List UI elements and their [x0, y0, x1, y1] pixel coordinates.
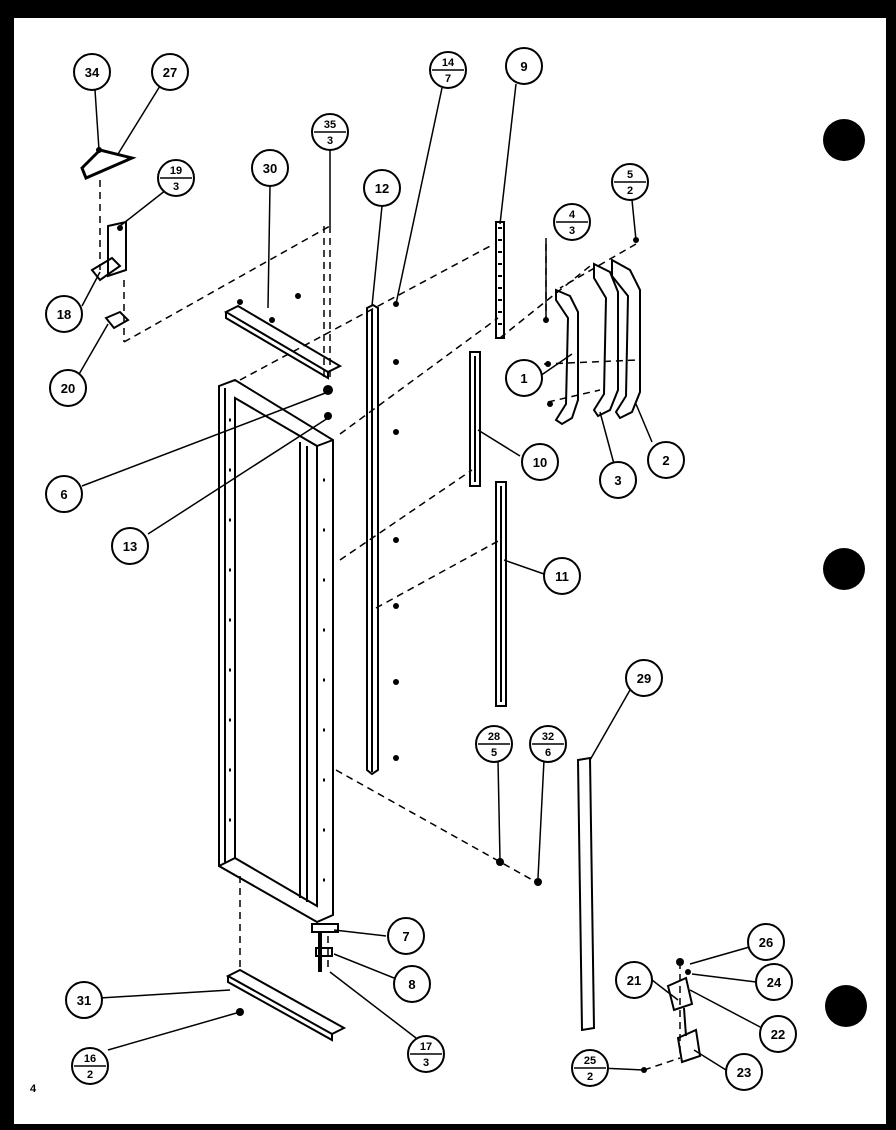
callout-25-2-top: 25 — [584, 1055, 596, 1067]
callout-16-2: 16 2 — [71, 1047, 109, 1085]
callout-8-label: 8 — [408, 977, 415, 992]
callout-27: 27 — [151, 53, 189, 91]
handle-part-3 — [592, 262, 619, 418]
callout-2-label: 2 — [662, 453, 669, 468]
callout-20-label: 20 — [61, 381, 75, 396]
callout-29-label: 29 — [637, 671, 651, 686]
callout-28-5: 28 5 — [475, 725, 513, 763]
callout-28-5-top: 28 — [488, 731, 500, 743]
callout-3: 3 — [599, 461, 637, 499]
callout-10-label: 10 — [533, 455, 547, 470]
page-number: 4 — [30, 1083, 37, 1095]
callout-23-label: 23 — [737, 1065, 751, 1080]
callout-26-label: 26 — [759, 935, 773, 950]
callout-11: 11 — [543, 557, 581, 595]
callout-35-3-bottom: 3 — [327, 135, 333, 147]
callout-26: 26 — [747, 923, 785, 961]
callout-21: 21 — [615, 961, 653, 999]
callout-21-label: 21 — [627, 973, 641, 988]
callout-30: 30 — [251, 149, 289, 187]
callout-9-label: 9 — [520, 59, 527, 74]
callout-34-label: 34 — [85, 65, 100, 80]
callout-17-3: 17 3 — [407, 1035, 445, 1073]
callout-18: 18 — [45, 295, 83, 333]
binder-hole-middle — [823, 548, 865, 590]
callout-4-3-bottom: 3 — [569, 225, 575, 237]
callout-24: 24 — [755, 963, 793, 1001]
door-stop-part-29 — [576, 756, 596, 1032]
callout-31-label: 31 — [77, 993, 91, 1008]
callout-22-label: 22 — [771, 1027, 785, 1042]
bottom-bracket-part-31 — [225, 968, 347, 1042]
hinge-cover-part-27 — [80, 148, 137, 180]
gasket-strip-part-11 — [495, 481, 507, 707]
callout-6-label: 6 — [60, 487, 67, 502]
callout-22: 22 — [759, 1015, 797, 1053]
part-7 — [311, 923, 339, 933]
callout-3-label: 3 — [614, 473, 621, 488]
callout-31: 31 — [65, 981, 103, 1019]
callout-16-2-top: 16 — [84, 1053, 96, 1065]
binder-hole-bottom — [825, 985, 867, 1027]
callout-23: 23 — [725, 1053, 763, 1091]
callout-19-3: 19 3 — [157, 159, 195, 197]
callout-34: 34 — [73, 53, 111, 91]
callout-2: 2 — [647, 441, 685, 479]
callout-17-3-top: 17 — [420, 1041, 432, 1053]
callout-27-label: 27 — [163, 65, 177, 80]
callout-5-2-bottom: 2 — [627, 185, 633, 197]
handle-part-1 — [554, 288, 579, 426]
callout-11-label: 11 — [555, 569, 569, 584]
callout-4-3: 4 3 — [553, 203, 591, 241]
callout-14-7: 14 7 — [429, 51, 467, 89]
callout-5-2-top: 5 — [627, 169, 633, 181]
paper-sheet — [14, 18, 886, 1124]
callout-19-3-bottom: 3 — [173, 181, 179, 193]
callout-9: 9 — [505, 47, 543, 85]
callout-17-3-bottom: 3 — [423, 1057, 429, 1069]
breaker-strip-part-12 — [366, 303, 379, 776]
callout-25-2: 25 2 — [571, 1049, 609, 1087]
callout-12: 12 — [363, 169, 401, 207]
callout-1-label: 1 — [520, 371, 527, 386]
callout-25-2-bottom: 2 — [587, 1071, 593, 1083]
callout-30-label: 30 — [263, 161, 277, 176]
callout-13-label: 13 — [123, 539, 137, 554]
callout-35-3: 35 3 — [311, 113, 349, 151]
callout-10: 10 — [521, 443, 559, 481]
callout-19-3-top: 19 — [170, 165, 182, 177]
callout-8: 8 — [393, 965, 431, 1003]
callout-32-6-top: 32 — [542, 731, 554, 743]
callout-14-7-top: 14 — [442, 57, 455, 69]
callout-28-5-bottom: 5 — [491, 747, 497, 759]
callout-6: 6 — [45, 475, 83, 513]
callout-7-label: 7 — [402, 929, 409, 944]
fasteners — [96, 147, 691, 1073]
callout-32-6-bottom: 6 — [545, 747, 551, 759]
callout-13: 13 — [111, 527, 149, 565]
callout-16-2-bottom: 2 — [87, 1069, 93, 1081]
callout-29: 29 — [625, 659, 663, 697]
door-frame — [218, 378, 334, 924]
hinge-part-20 — [104, 310, 130, 330]
callout-12-label: 12 — [375, 181, 389, 196]
gasket-strip-part-10 — [469, 351, 481, 487]
callout-24-label: 24 — [767, 975, 782, 990]
callout-35-3-top: 35 — [324, 119, 336, 131]
callout-7: 7 — [387, 917, 425, 955]
callout-32-6: 32 6 — [529, 725, 567, 763]
callout-1: 1 — [505, 359, 543, 397]
callout-20: 20 — [49, 369, 87, 407]
callout-18-label: 18 — [57, 307, 71, 322]
handle-part-2 — [611, 258, 641, 420]
part-8 — [315, 947, 333, 957]
callout-4-3-top: 4 — [569, 209, 576, 221]
top-bracket-part-30 — [223, 304, 343, 380]
binder-hole-top — [823, 119, 865, 161]
callout-14-7-bottom: 7 — [445, 73, 451, 85]
callout-5-2: 5 2 — [611, 163, 649, 201]
